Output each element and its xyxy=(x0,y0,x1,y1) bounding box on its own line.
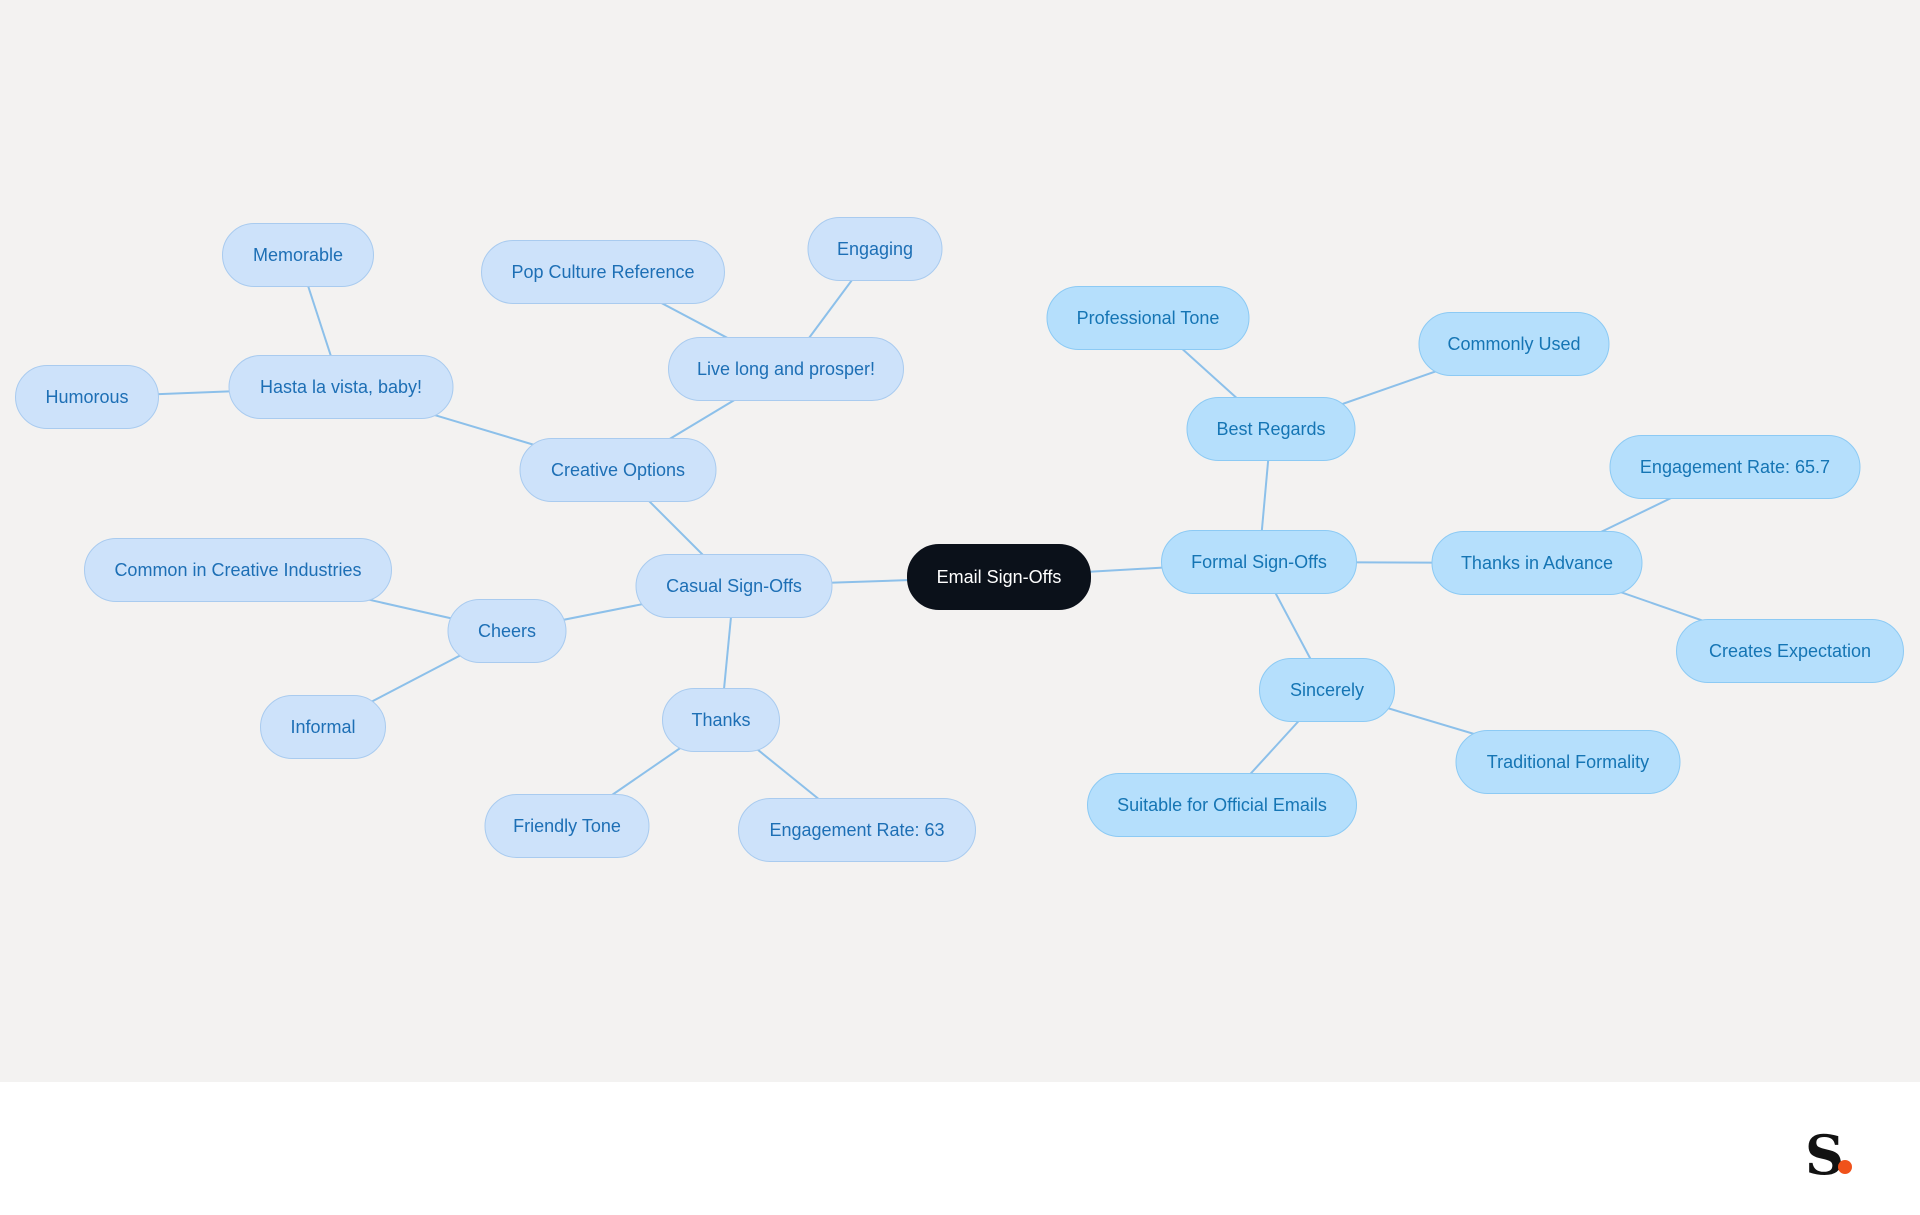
node-thanks-in-advance: Thanks in Advance xyxy=(1431,531,1643,595)
brand-logo-dot xyxy=(1838,1160,1852,1174)
node-friendly-tone: Friendly Tone xyxy=(484,794,650,858)
brand-logo: S xyxy=(1805,1123,1844,1187)
node-memorable: Memorable xyxy=(222,223,374,287)
node-formal-sign-offs: Formal Sign-Offs xyxy=(1161,530,1357,594)
node-commonly-used: Commonly Used xyxy=(1418,312,1610,376)
node-live-long-and-prosper: Live long and prosper! xyxy=(668,337,904,401)
node-suitable-for-official-emails: Suitable for Official Emails xyxy=(1087,773,1357,837)
node-sincerely: Sincerely xyxy=(1259,658,1395,722)
node-common-in-creative-industries: Common in Creative Industries xyxy=(84,538,392,602)
node-thanks: Thanks xyxy=(662,688,780,752)
node-engaging: Engaging xyxy=(807,217,943,281)
footer-bar xyxy=(0,1082,1920,1215)
root-node-email-sign-offs: Email Sign-Offs xyxy=(907,544,1091,610)
node-cheers: Cheers xyxy=(447,599,567,663)
node-engagement-rate-65-7: Engagement Rate: 65.7 xyxy=(1609,435,1861,499)
node-pop-culture-reference: Pop Culture Reference xyxy=(481,240,725,304)
node-informal: Informal xyxy=(260,695,386,759)
node-engagement-rate-63: Engagement Rate: 63 xyxy=(738,798,976,862)
node-creates-expectation: Creates Expectation xyxy=(1676,619,1904,683)
node-creative-options: Creative Options xyxy=(519,438,717,502)
node-casual-sign-offs: Casual Sign-Offs xyxy=(635,554,833,618)
node-best-regards: Best Regards xyxy=(1186,397,1356,461)
mind-map-canvas: Email Sign-Offs Casual Sign-Offs Creativ… xyxy=(0,0,1920,1082)
node-humorous: Humorous xyxy=(15,365,159,429)
node-traditional-formality: Traditional Formality xyxy=(1455,730,1681,794)
node-hasta-la-vista: Hasta la vista, baby! xyxy=(228,355,454,419)
node-professional-tone: Professional Tone xyxy=(1046,286,1250,350)
